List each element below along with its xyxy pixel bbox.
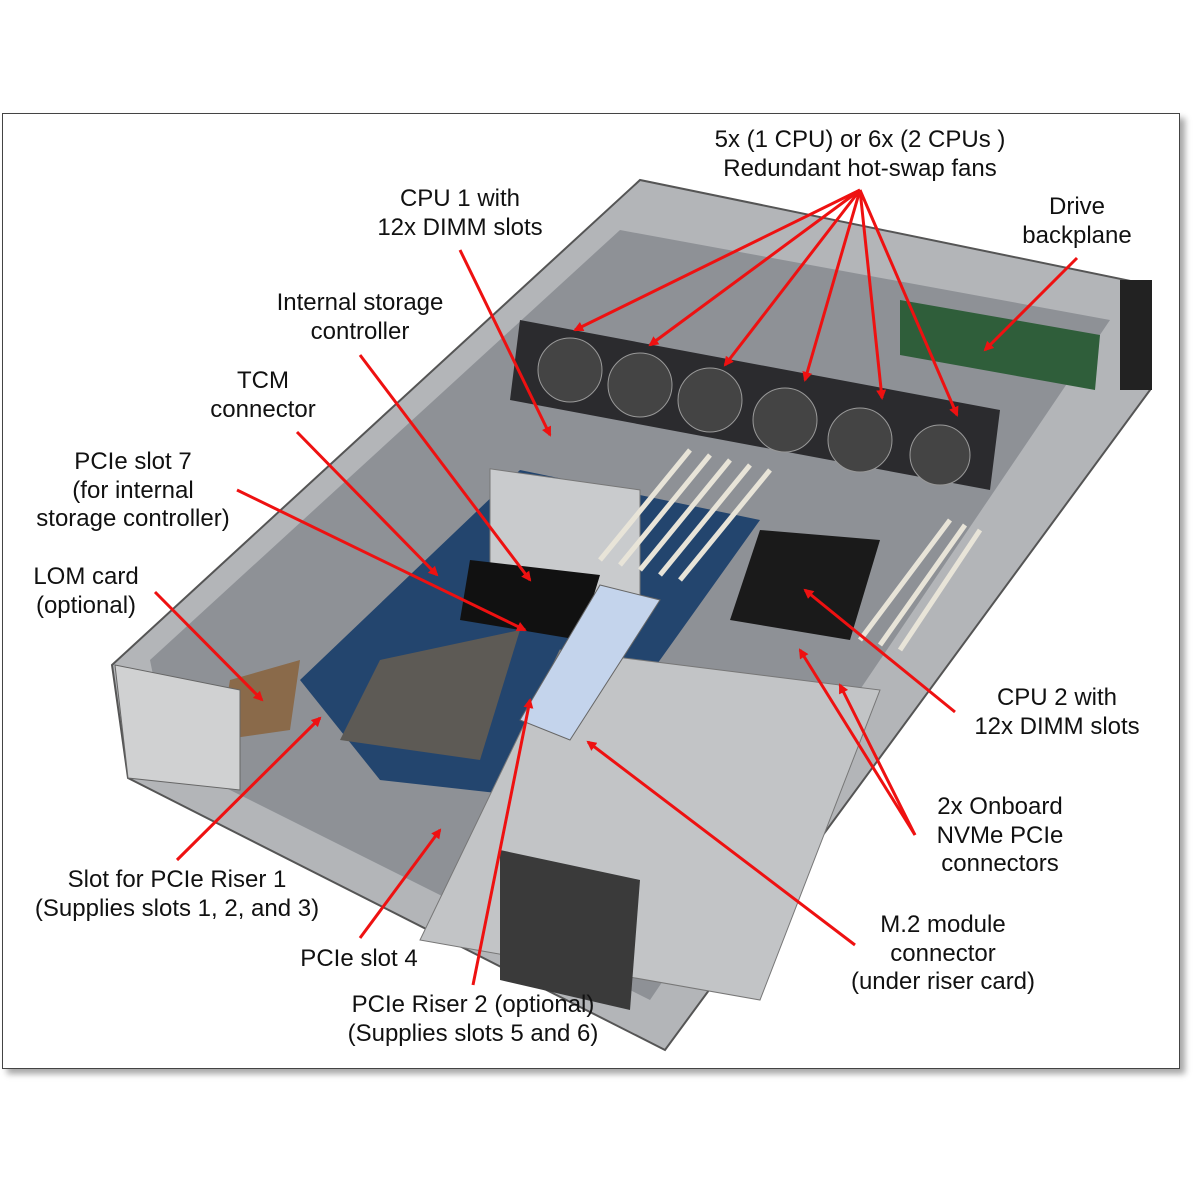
- label-tcm: TCM connector: [210, 367, 315, 424]
- label-line: PCIe slot 7: [74, 448, 192, 475]
- riser2-card: [519, 584, 661, 741]
- label-line: LOM card: [33, 563, 139, 590]
- label-line: Drive: [1048, 193, 1106, 220]
- label-line: Internal storage: [276, 289, 444, 316]
- cpu1-processor: [460, 560, 600, 640]
- label-drive-backplane: Drive backplane: [1022, 193, 1131, 250]
- label-line: PCIe Riser 2 (optional): [351, 991, 595, 1018]
- psu: [500, 850, 640, 1010]
- label-storage-controller: Internal storage controller: [277, 289, 444, 346]
- label-line: Slot for PCIe Riser 1: [67, 866, 287, 893]
- arrow-fan-2: [648, 188, 861, 347]
- callout-arrows: [153, 188, 1079, 986]
- arrow-lom: [153, 590, 264, 702]
- label-line: (under riser card): [850, 968, 1036, 995]
- cpu2-area: [730, 530, 880, 640]
- rear-panel: [114, 664, 241, 791]
- arrow-nvme-2: [838, 683, 917, 836]
- label-lom: LOM card (optional): [33, 563, 138, 620]
- label-line: PCIe slot 4: [300, 945, 418, 972]
- label-line: M.2 module: [880, 911, 1006, 938]
- label-line: (Supplies slots 5 and 6): [347, 1019, 599, 1047]
- front-bezel: [1120, 280, 1152, 390]
- arrow-storage-controller: [358, 354, 532, 582]
- fans: [537, 337, 971, 486]
- label-line: controller: [310, 317, 410, 345]
- arrow-riser2: [471, 698, 534, 986]
- arrow-fan-4: [802, 189, 862, 382]
- pcie-heatsink: [340, 630, 520, 760]
- label-riser1: Slot for PCIe Riser 1 (Supplies slots 1,…: [35, 866, 319, 923]
- label-riser2: PCIe Riser 2 (optional) (Supplies slots …: [348, 991, 599, 1048]
- arrow-fan-3: [723, 189, 862, 367]
- arrow-pcie-slot7: [236, 488, 527, 632]
- label-fans: 5x (1 CPU) or 6x (2 CPUs ) Redundant hot…: [715, 126, 1006, 183]
- label-line: TCM: [237, 367, 289, 394]
- arrow-drive-backplane: [983, 256, 1079, 352]
- label-line: 12x DIMM slots: [377, 213, 543, 241]
- label-line: (for internal: [72, 476, 194, 504]
- label-line: (Supplies slots 1, 2, and 3): [34, 894, 320, 922]
- arrow-nvme-1: [798, 648, 917, 836]
- arrow-pcie-slot4: [358, 828, 442, 939]
- label-line: storage controller): [36, 505, 230, 532]
- label-m2: M.2 module connector (under riser card): [851, 911, 1035, 997]
- label-nvme: 2x Onboard NVMe PCIe connectors: [937, 793, 1064, 879]
- label-pcie-slot4: PCIe slot 4: [300, 945, 417, 974]
- label-line: 5x (1 CPU) or 6x (2 CPUs ): [714, 126, 1006, 153]
- arrow-fan-6: [858, 189, 959, 417]
- label-line: 12x DIMM slots: [974, 712, 1140, 740]
- label-line: CPU 2 with: [996, 684, 1118, 711]
- dimm-slots: [598, 448, 983, 652]
- drive-backplane: [900, 300, 1100, 390]
- label-line: connectors: [941, 850, 1059, 877]
- label-line: Redundant hot-swap fans: [723, 154, 997, 182]
- arrow-tcm: [295, 430, 439, 577]
- label-cpu1: CPU 1 with 12x DIMM slots: [377, 185, 542, 242]
- label-line: CPU 1 with: [399, 185, 521, 212]
- label-line: backplane: [1022, 221, 1132, 249]
- arrow-riser1: [175, 716, 322, 862]
- label-line: NVMe PCIe: [936, 821, 1064, 849]
- label-line: 2x Onboard: [937, 793, 1063, 820]
- arrow-fan-5: [858, 189, 887, 400]
- arrow-m2: [586, 740, 856, 947]
- label-cpu2: CPU 2 with 12x DIMM slots: [974, 684, 1139, 741]
- arrow-cpu1: [458, 249, 552, 437]
- label-line: (optional): [35, 591, 137, 619]
- label-line: connector: [210, 395, 316, 423]
- label-line: connector: [890, 939, 996, 967]
- label-pcie-slot7: PCIe slot 7 (for internal storage contro…: [36, 448, 229, 534]
- arrow-cpu2: [803, 588, 956, 714]
- arrow-fan-1: [573, 188, 861, 332]
